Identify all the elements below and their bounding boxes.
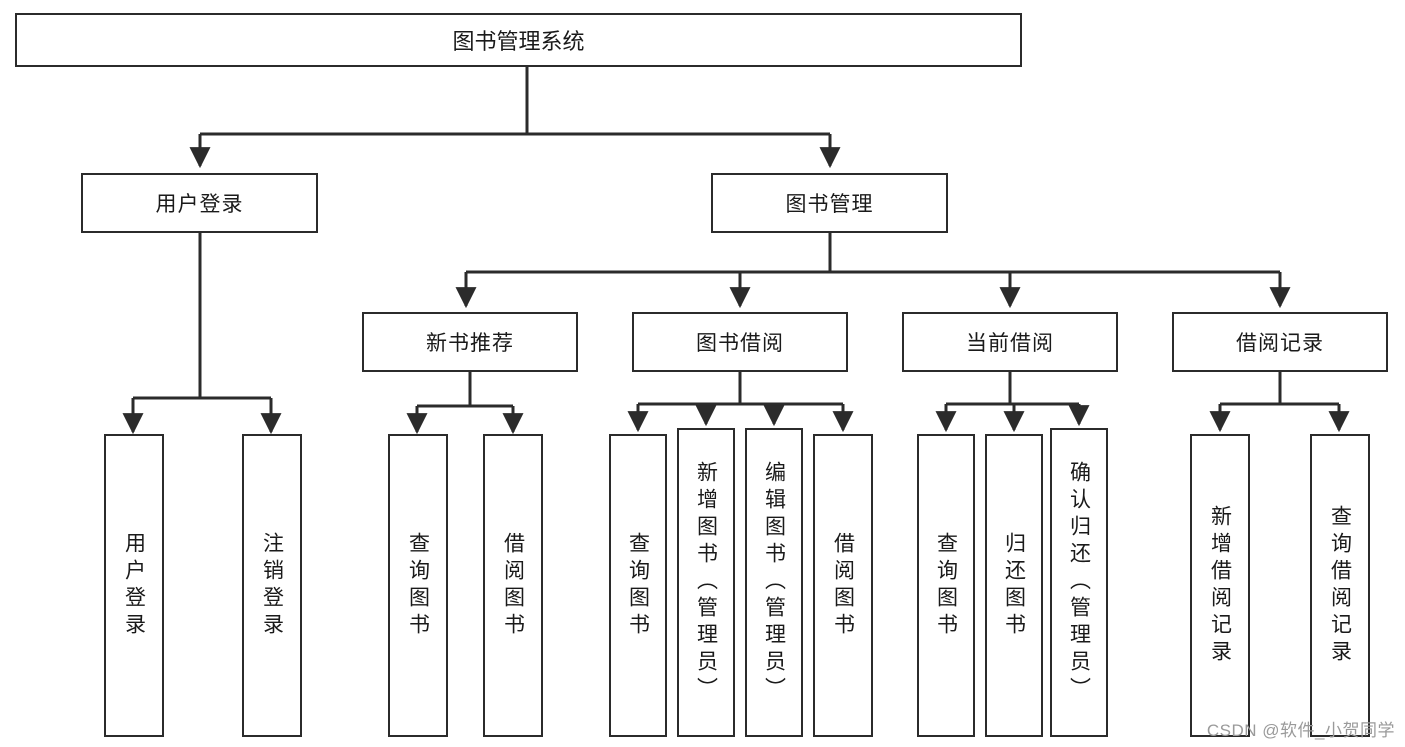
leaf-edit-book-label: 编辑图书（管理员） [762, 461, 786, 704]
node-book-borrow[interactable]: 图书借阅 [632, 312, 848, 372]
leaf-query-book-3-label: 查询图书 [934, 531, 958, 640]
csdn-watermark: CSDN @软件_小贺同学 [1206, 721, 1395, 740]
leaf-add-book[interactable]: 新增图书（管理员） [677, 428, 735, 737]
node-user-login[interactable]: 用户登录 [81, 173, 318, 233]
leaf-user-login[interactable]: 用户登录 [104, 434, 164, 737]
leaf-borrow-book-2-label: 借阅图书 [831, 531, 855, 640]
leaf-logout-login-label: 注销登录 [260, 531, 284, 640]
leaf-query-record[interactable]: 查询借阅记录 [1310, 434, 1370, 737]
node-book-manage[interactable]: 图书管理 [711, 173, 948, 233]
leaf-confirm-return-label: 确认归还（管理员） [1067, 461, 1091, 704]
node-root-label: 图书管理系统 [452, 29, 585, 54]
node-book-manage-label: 图书管理 [785, 193, 874, 216]
leaf-logout-login[interactable]: 注销登录 [242, 434, 302, 737]
leaf-add-book-label: 新增图书（管理员） [694, 461, 718, 704]
node-new-book-recommend-label: 新书推荐 [426, 332, 514, 355]
leaf-borrow-book-1[interactable]: 借阅图书 [483, 434, 543, 737]
node-new-book-recommend[interactable]: 新书推荐 [362, 312, 578, 372]
node-root[interactable]: 图书管理系统 [15, 13, 1022, 67]
leaf-query-book-2-label: 查询图书 [626, 531, 650, 640]
leaf-return-book-label: 归还图书 [1002, 531, 1026, 640]
leaf-query-book-2[interactable]: 查询图书 [609, 434, 667, 737]
leaf-query-book-1[interactable]: 查询图书 [388, 434, 448, 737]
leaf-user-login-label: 用户登录 [122, 531, 146, 640]
leaf-return-book[interactable]: 归还图书 [985, 434, 1043, 737]
leaf-query-book-3[interactable]: 查询图书 [917, 434, 975, 737]
node-book-borrow-label: 图书借阅 [696, 332, 784, 355]
node-borrow-record-label: 借阅记录 [1236, 332, 1324, 355]
leaf-borrow-book-2[interactable]: 借阅图书 [813, 434, 873, 737]
leaf-edit-book[interactable]: 编辑图书（管理员） [745, 428, 803, 737]
leaf-add-record-label: 新增借阅记录 [1208, 504, 1232, 667]
node-user-login-label: 用户登录 [155, 193, 244, 216]
leaf-query-record-label: 查询借阅记录 [1328, 504, 1352, 667]
leaf-add-record[interactable]: 新增借阅记录 [1190, 434, 1250, 737]
leaf-confirm-return[interactable]: 确认归还（管理员） [1050, 428, 1108, 737]
leaf-query-book-1-label: 查询图书 [406, 531, 430, 640]
node-current-borrow-label: 当前借阅 [966, 332, 1054, 355]
node-current-borrow[interactable]: 当前借阅 [902, 312, 1118, 372]
leaf-borrow-book-1-label: 借阅图书 [501, 531, 525, 640]
node-borrow-record[interactable]: 借阅记录 [1172, 312, 1388, 372]
